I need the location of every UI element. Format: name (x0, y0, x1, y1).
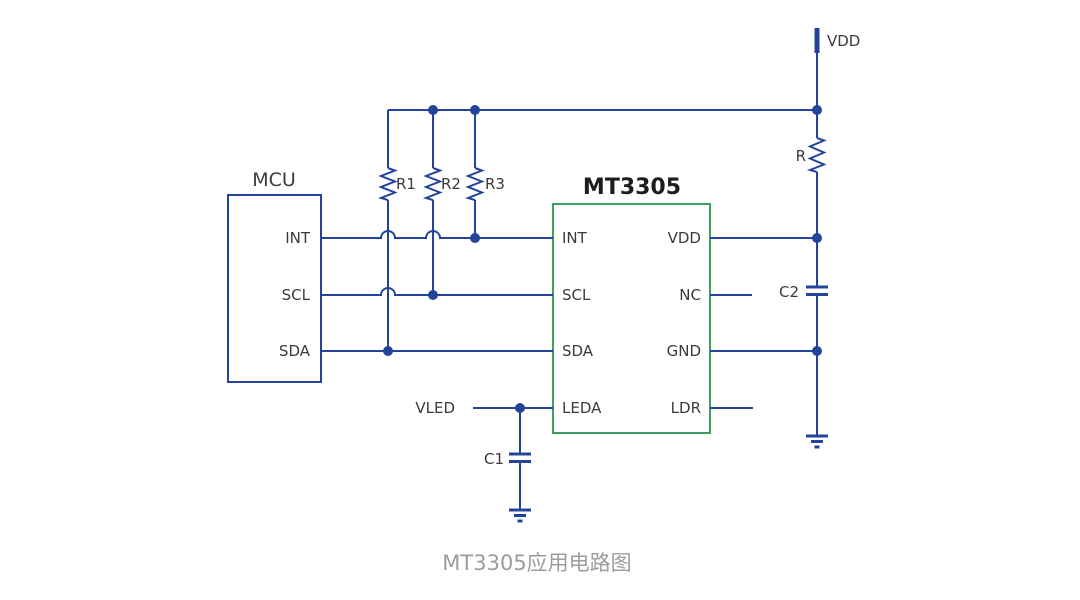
chip-pin-leda: LEDA (562, 399, 602, 417)
chip-pin-gnd: GND (667, 342, 701, 360)
mcu-pin-int: INT (285, 229, 311, 247)
chip-pin-scl: SCL (562, 286, 591, 304)
chip-pin-nc: NC (679, 286, 701, 304)
vdd-terminal-label: VDD (827, 32, 860, 50)
junction-dot (812, 105, 822, 115)
junction-dot (470, 105, 480, 115)
ground-symbol-left (509, 508, 531, 523)
resistor-r1-body (377, 167, 398, 201)
mcu-block: MCU INT SCL SDA (227, 169, 322, 383)
ground-symbol-right (806, 434, 828, 449)
junction-dot (428, 290, 438, 300)
capacitor-c1: C1 (484, 450, 531, 468)
mcu-box (227, 194, 322, 383)
chip-pin-ldr: LDR (671, 399, 701, 417)
junction-dot (428, 105, 438, 115)
resistor-r1-label: R1 (396, 175, 416, 193)
resistor-r-label: R (796, 147, 806, 165)
mt3305-block: MT3305 INT SCL SDA LEDA VDD NC GND LDR (552, 175, 711, 434)
c2-label: C2 (779, 283, 799, 301)
wire-scl (321, 287, 553, 296)
resistor-r3-label: R3 (485, 175, 505, 193)
chip-pin-sda: SDA (562, 342, 594, 360)
c1-label: C1 (484, 450, 504, 468)
junction-dot (812, 233, 822, 243)
mt3305-title: MT3305 (583, 175, 681, 200)
mcu-pin-scl: SCL (282, 286, 311, 304)
junction-dot (383, 346, 393, 356)
mt3305-box (552, 203, 711, 434)
wire-int (321, 230, 553, 239)
resistor-r3-body (464, 167, 485, 201)
resistor-r2-body (422, 167, 443, 201)
figure-caption: MT3305应用电路图 (442, 551, 631, 575)
vled-branch: VLED C1 (415, 399, 553, 523)
junction-dot (812, 346, 822, 356)
pullup-network: R1 R2 R3 (377, 109, 817, 351)
resistor-r-body (806, 137, 827, 173)
resistor-r2-label: R2 (441, 175, 461, 193)
power-rail: VDD R C2 (779, 28, 860, 449)
chip-pin-vdd: VDD (668, 229, 701, 247)
junction-dot (470, 233, 480, 243)
junction-dots (383, 105, 822, 413)
chip-right-wires (710, 237, 817, 409)
chip-pin-int: INT (562, 229, 588, 247)
mcu-title: MCU (252, 169, 296, 191)
mcu-pin-sda: SDA (279, 342, 311, 360)
signal-wires (321, 230, 553, 352)
capacitor-c2: C2 (779, 283, 828, 301)
vled-label: VLED (415, 399, 455, 417)
junction-dot (515, 403, 525, 413)
